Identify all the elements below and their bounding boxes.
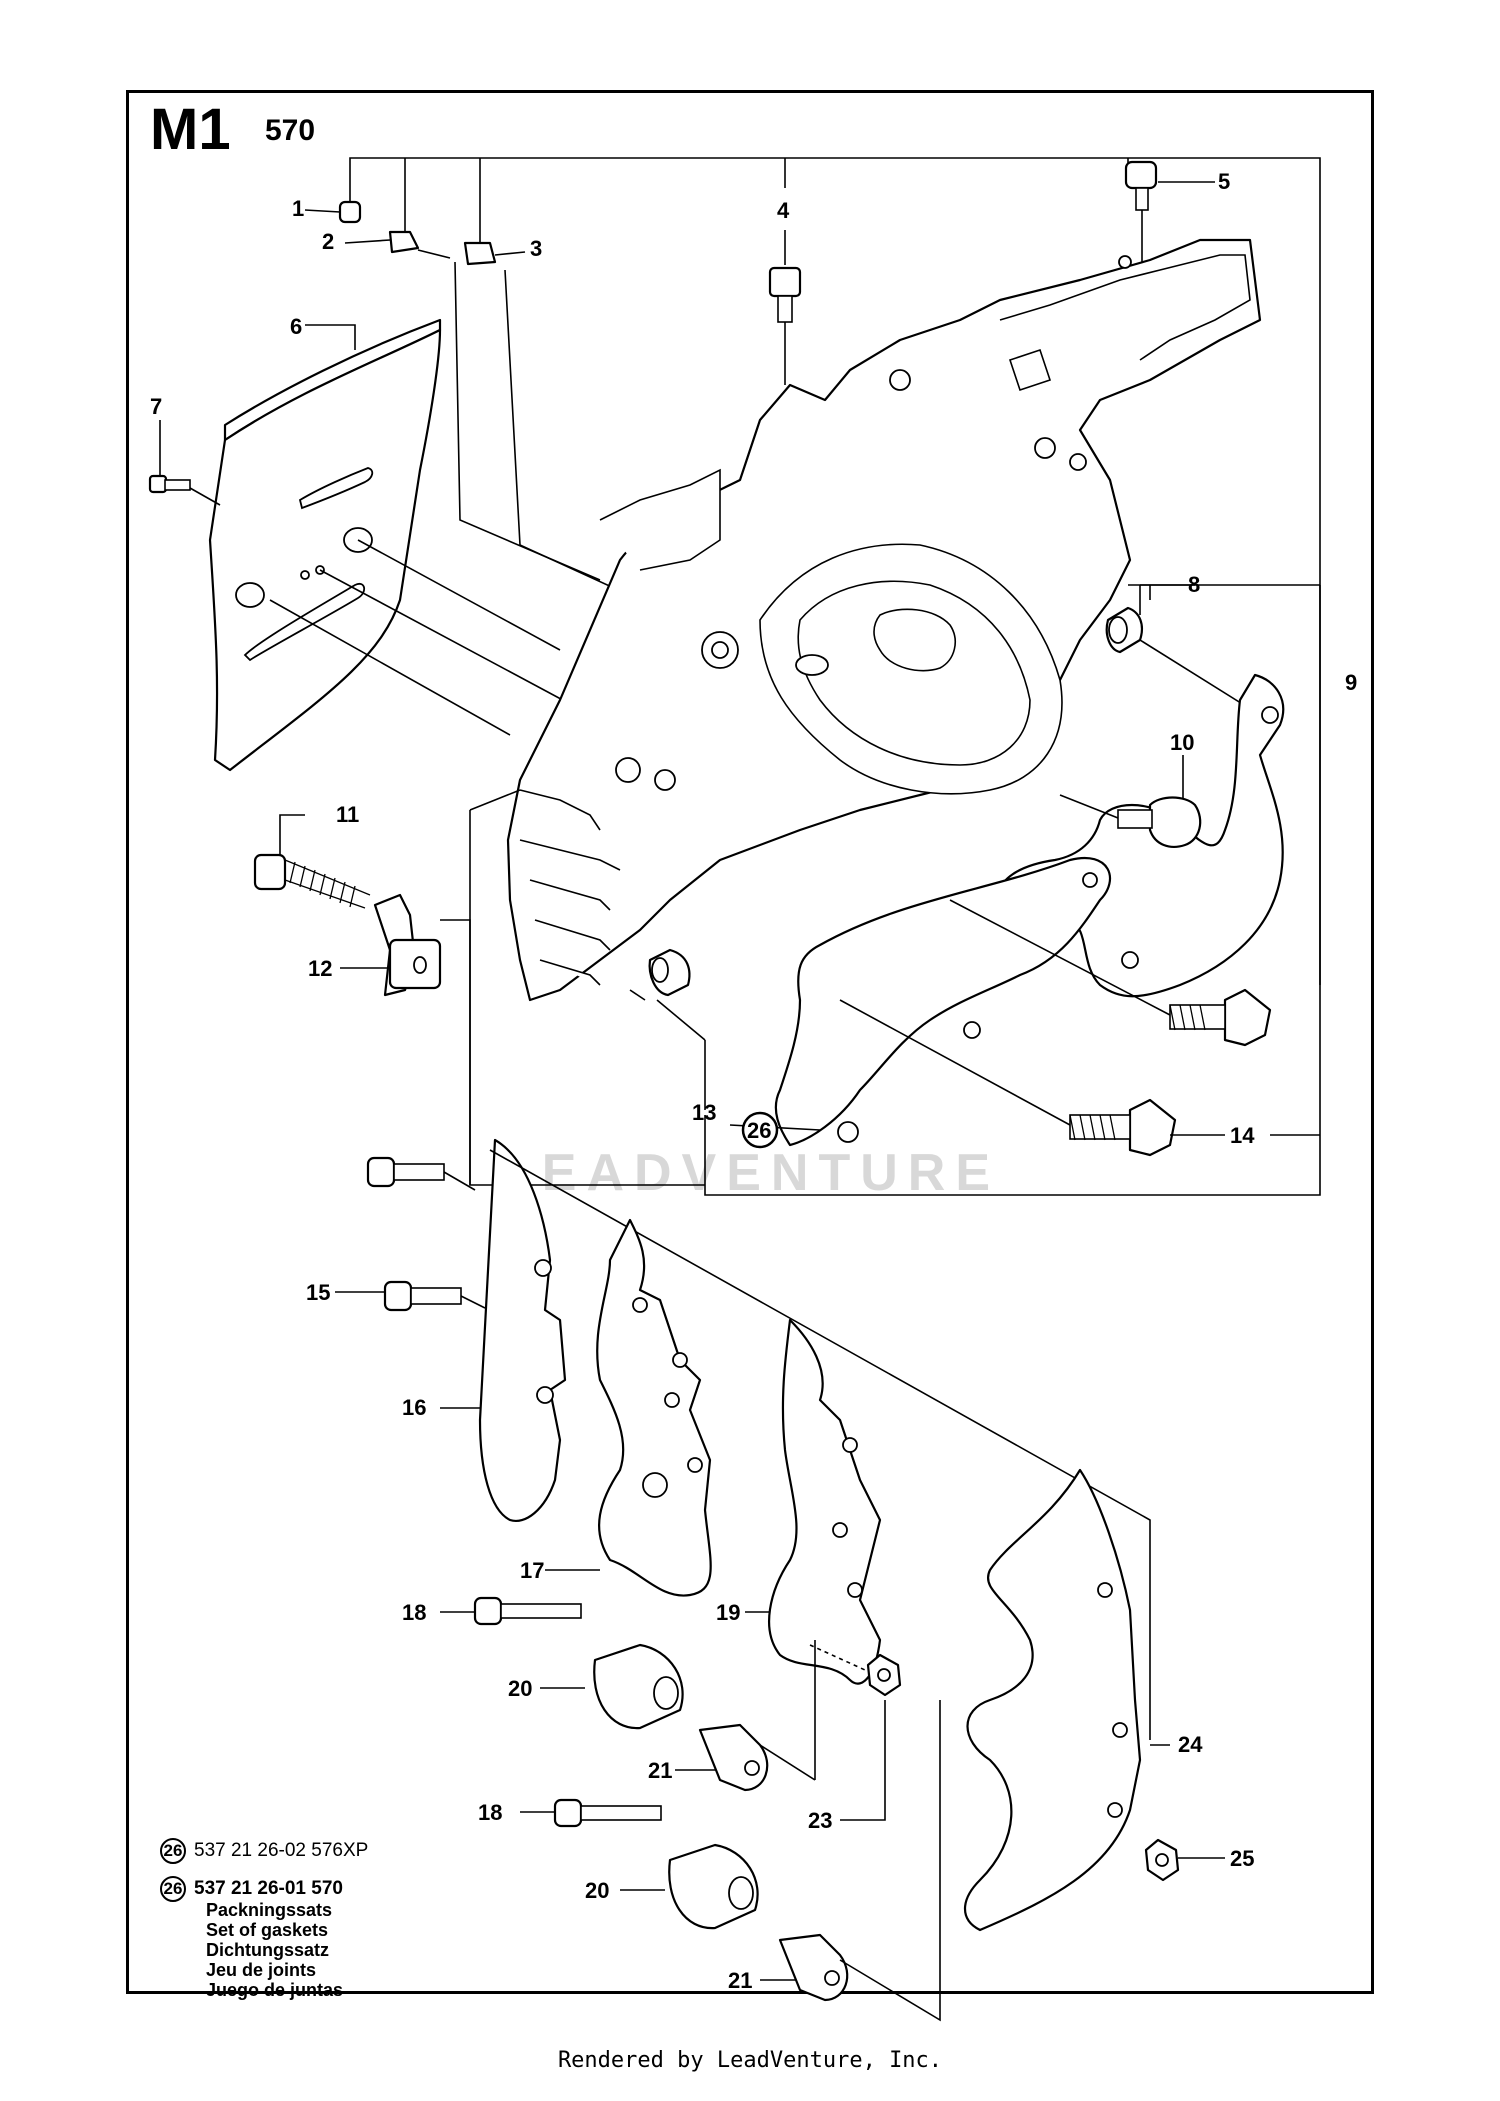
callout-11: 11: [336, 802, 359, 827]
callout-8: 8: [1188, 572, 1200, 597]
watermark: LEADVENTURE: [500, 1144, 1001, 1202]
kit-description: Jeu de joints: [206, 1960, 317, 1980]
part-18-bolts: [440, 1596, 662, 1828]
part-20-spacers: [540, 1643, 759, 1930]
part-16-plate: [440, 1138, 1151, 1740]
diagram-frame: [126, 90, 1374, 1994]
part-10-plug: [1059, 755, 1202, 848]
kit-description: Set of gaskets: [206, 1920, 329, 1940]
kit-description: Dichtungssatz: [206, 1940, 330, 1960]
part-6-bar-plate: [208, 318, 442, 772]
callout-18b: 18: [478, 1800, 502, 1825]
callout-9: 9: [1345, 670, 1357, 695]
part-12-clip: [340, 789, 705, 1186]
part-13-dowel: [629, 948, 706, 1110]
part-19-plate: [745, 1318, 882, 1685]
kit-ref-badge: 26: [160, 1876, 186, 1902]
callout-20a: 20: [508, 1676, 532, 1701]
part-23-nut: [809, 1644, 902, 1821]
callout-3: 3: [530, 236, 542, 261]
callout-labels: 1 2 3 4 5 6 7 8 9 10 11 12 13 14 15 16 1…: [150, 169, 1357, 1993]
callout-26-badge: 26: [741, 1111, 779, 1149]
kit-description: Juego de juntas: [206, 1980, 344, 2000]
part-26-gasket: [729, 857, 1112, 1147]
part-8-dowel: [1105, 584, 1261, 716]
callout-21b: 21: [728, 1968, 752, 1993]
kit-part-number: 537 21 26-02 576XP: [194, 1840, 369, 1861]
part-4-screw: [768, 230, 802, 385]
callout-20b: 20: [585, 1878, 609, 1903]
callout-23: 23: [808, 1808, 832, 1833]
callout-25: 25: [1230, 1846, 1254, 1871]
gasket-kit-legend: 26 537 21 26-02 576XP 26 537 21 26-01 57…: [160, 1836, 368, 2000]
callout-17: 17: [520, 1558, 544, 1583]
callout-16: 16: [402, 1395, 426, 1420]
part-24-plate: [964, 1468, 1170, 1932]
callout-1: 1: [292, 196, 304, 221]
kit-row-576xp: 26 537 21 26-02 576XP: [160, 1836, 368, 1866]
callout-14: 14: [1230, 1123, 1255, 1148]
callout-2: 2: [322, 229, 334, 254]
part-15-bolts: [335, 1156, 486, 1312]
callout-18a: 18: [402, 1600, 426, 1625]
footer-credit: Rendered by LeadVenture, Inc.: [557, 2048, 943, 2073]
part-17-plate: [545, 1218, 712, 1597]
callout-4: 4: [777, 198, 790, 223]
kit-row-570: 26 537 21 26-01 570: [160, 1874, 368, 1904]
model-number: 570: [265, 114, 316, 147]
part-14-bolts: [839, 899, 1272, 1157]
callout-6: 6: [290, 314, 302, 339]
section-title: M1: [150, 97, 231, 162]
callout-13: 13: [692, 1100, 716, 1125]
part-25-nut: [1144, 1838, 1225, 1882]
kit-part-number: 537 21 26-01 570: [194, 1878, 343, 1899]
callout-15: 15: [306, 1280, 330, 1305]
callout-12: 12: [308, 956, 332, 981]
part-11-bolt: [253, 814, 371, 909]
callout-21a: 21: [648, 1758, 672, 1783]
kit-ref-badge: 26: [160, 1838, 186, 1864]
kit-description: Packningssats: [206, 1900, 333, 1920]
part-7-screw: [148, 420, 221, 506]
part-3-pin: [463, 241, 641, 601]
crankcase-housing: [506, 238, 1262, 1002]
callout-7: 7: [150, 394, 162, 419]
part-5-screw: [1124, 160, 1215, 268]
kit-description-list: Packningssats Set of gaskets Dichtungssa…: [206, 1900, 368, 2000]
part-1-nut: [304, 200, 362, 224]
callout-26: 26: [747, 1118, 771, 1143]
callout-10: 10: [1170, 730, 1194, 755]
callout-19: 19: [716, 1600, 740, 1625]
callout-5: 5: [1218, 169, 1230, 194]
part-21-sleeves: [675, 1640, 941, 2022]
callout-24: 24: [1178, 1732, 1203, 1757]
